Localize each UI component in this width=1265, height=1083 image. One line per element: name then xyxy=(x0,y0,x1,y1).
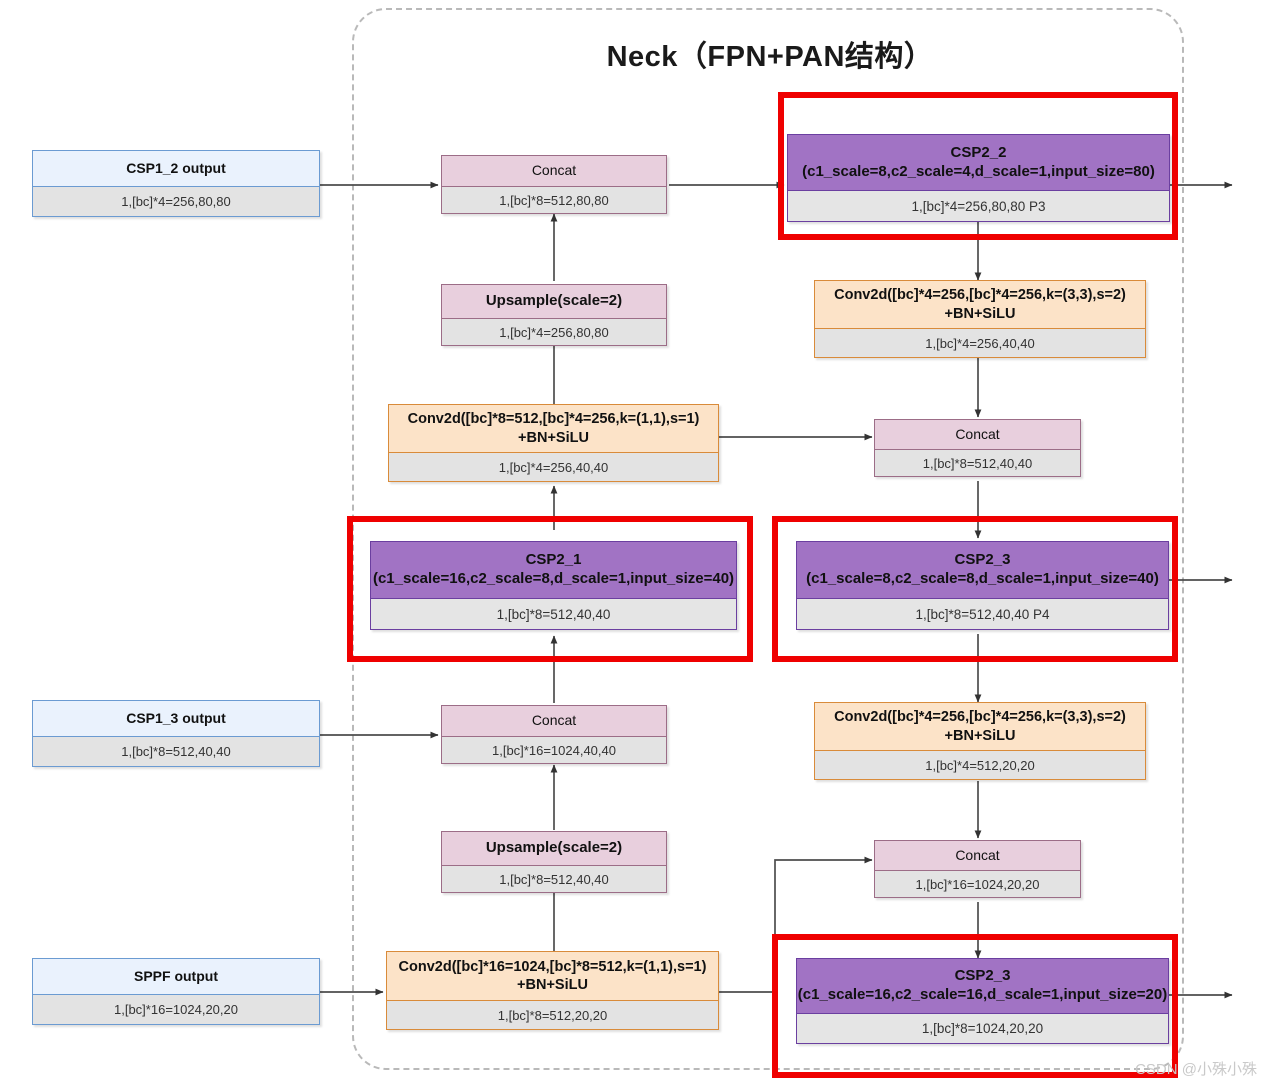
node-shape: 1,[bc]*4=256,80,80 xyxy=(441,319,667,346)
node-shape: 1,[bc]*4=256,80,80 P3 xyxy=(787,191,1170,222)
node-conv-1x1-1024-512[interactable]: Conv2d([bc]*16=1024,[bc]*8=512,k=(1,1),s… xyxy=(386,951,719,1030)
node-title: CSP1_2 output xyxy=(32,150,320,187)
node-shape: 1,[bc]*8=512,20,20 xyxy=(386,1001,719,1030)
node-sppf-output[interactable]: SPPF output 1,[bc]*16=1024,20,20 xyxy=(32,958,320,1025)
node-title: Concat xyxy=(874,419,1081,450)
node-csp1-3-output[interactable]: CSP1_3 output 1,[bc]*8=512,40,40 xyxy=(32,700,320,767)
node-shape: 1,[bc]*16=1024,20,20 xyxy=(874,871,1081,898)
node-shape: 1,[bc]*8=512,40,40 P4 xyxy=(796,599,1169,630)
node-title: CSP1_3 output xyxy=(32,700,320,737)
highlight-box-csp2-2 xyxy=(778,92,1178,240)
node-shape: 1,[bc]*8=1024,20,20 xyxy=(796,1014,1169,1044)
node-concat-p3[interactable]: Concat 1,[bc]*8=512,80,80 xyxy=(441,155,667,214)
node-title: Upsample(scale=2) xyxy=(441,831,667,866)
node-shape: 1,[bc]*8=512,80,80 xyxy=(441,187,667,214)
node-title: SPPF output xyxy=(32,958,320,995)
node-concat-right-bottom[interactable]: Concat 1,[bc]*16=1024,20,20 xyxy=(874,840,1081,898)
node-title: Conv2d([bc]*4=256,[bc]*4=256,k=(3,3),s=2… xyxy=(814,280,1146,329)
watermark: CSDN @小殊小殊 xyxy=(1135,1061,1257,1078)
node-shape: 1,[bc]*16=1024,40,40 xyxy=(441,737,667,764)
highlight-box-csp2-3-p5 xyxy=(772,934,1178,1078)
neck-frame xyxy=(352,8,1184,1070)
node-conv-3x3-top[interactable]: Conv2d([bc]*4=256,[bc]*4=256,k=(3,3),s=2… xyxy=(814,280,1146,358)
node-title: Concat xyxy=(441,155,667,187)
highlight-box-csp2-1 xyxy=(347,516,753,662)
node-conv-3x3-bottom[interactable]: Conv2d([bc]*4=256,[bc]*4=256,k=(3,3),s=2… xyxy=(814,702,1146,780)
page-title: Neck（FPN+PAN结构） xyxy=(606,41,934,73)
node-title: CSP2_1 (c1_scale=16,c2_scale=8,d_scale=1… xyxy=(370,541,737,599)
node-shape: 1,[bc]*4=256,80,80 xyxy=(32,187,320,217)
node-csp2-2[interactable]: CSP2_2 (c1_scale=8,c2_scale=4,d_scale=1,… xyxy=(787,134,1170,222)
node-upsample-top[interactable]: Upsample(scale=2) 1,[bc]*4=256,80,80 xyxy=(441,284,667,346)
node-csp2-3-p5[interactable]: CSP2_3 (c1_scale=16,c2_scale=16,d_scale=… xyxy=(796,958,1169,1044)
node-upsample-bottom[interactable]: Upsample(scale=2) 1,[bc]*8=512,40,40 xyxy=(441,831,667,893)
node-title: Conv2d([bc]*4=256,[bc]*4=256,k=(3,3),s=2… xyxy=(814,702,1146,751)
node-shape: 1,[bc]*16=1024,20,20 xyxy=(32,995,320,1025)
node-title: Concat xyxy=(441,705,667,737)
node-shape: 1,[bc]*8=512,40,40 xyxy=(874,450,1081,477)
node-shape: 1,[bc]*4=256,40,40 xyxy=(388,453,719,482)
node-csp1-2-output[interactable]: CSP1_2 output 1,[bc]*4=256,80,80 xyxy=(32,150,320,217)
node-conv-1x1-512-256[interactable]: Conv2d([bc]*8=512,[bc]*4=256,k=(1,1),s=1… xyxy=(388,404,719,482)
node-title: Conv2d([bc]*8=512,[bc]*4=256,k=(1,1),s=1… xyxy=(388,404,719,453)
node-shape: 1,[bc]*8=512,40,40 xyxy=(441,866,667,893)
node-shape: 1,[bc]*8=512,40,40 xyxy=(370,599,737,630)
node-title: CSP2_3 (c1_scale=16,c2_scale=16,d_scale=… xyxy=(796,958,1169,1014)
node-concat-mid-left[interactable]: Concat 1,[bc]*16=1024,40,40 xyxy=(441,705,667,764)
node-concat-right-mid[interactable]: Concat 1,[bc]*8=512,40,40 xyxy=(874,419,1081,477)
node-shape: 1,[bc]*4=256,40,40 xyxy=(814,329,1146,358)
node-csp2-1[interactable]: CSP2_1 (c1_scale=16,c2_scale=8,d_scale=1… xyxy=(370,541,737,630)
node-csp2-3-p4[interactable]: CSP2_3 (c1_scale=8,c2_scale=8,d_scale=1,… xyxy=(796,541,1169,630)
node-title: CSP2_2 (c1_scale=8,c2_scale=4,d_scale=1,… xyxy=(787,134,1170,191)
node-title: Concat xyxy=(874,840,1081,871)
node-title: CSP2_3 (c1_scale=8,c2_scale=8,d_scale=1,… xyxy=(796,541,1169,599)
node-shape: 1,[bc]*8=512,40,40 xyxy=(32,737,320,767)
highlight-box-csp2-3-p4 xyxy=(772,516,1178,662)
node-shape: 1,[bc]*4=512,20,20 xyxy=(814,751,1146,780)
node-title: Upsample(scale=2) xyxy=(441,284,667,319)
node-title: Conv2d([bc]*16=1024,[bc]*8=512,k=(1,1),s… xyxy=(386,951,719,1001)
